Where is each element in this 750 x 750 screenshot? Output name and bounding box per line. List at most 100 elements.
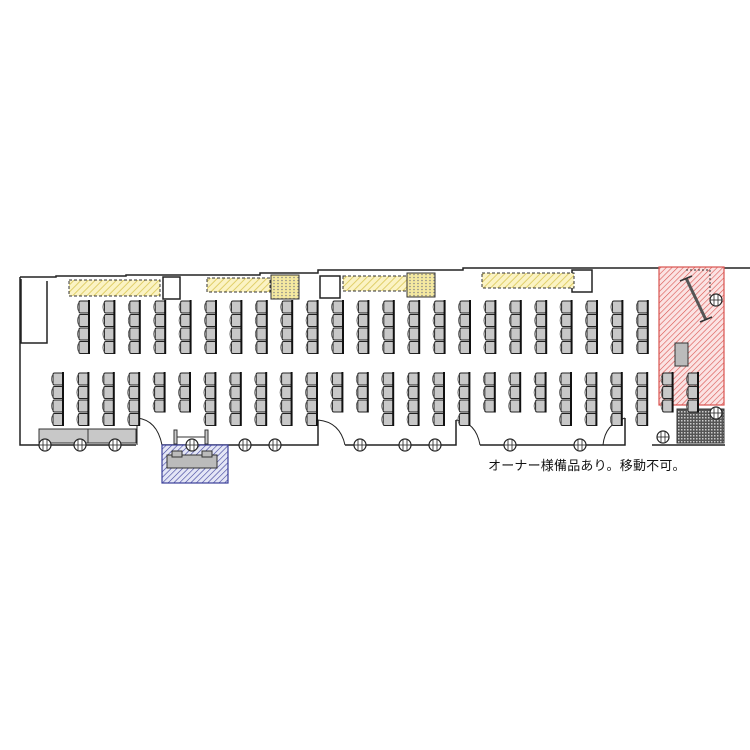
seat — [129, 327, 141, 341]
desk-column — [483, 300, 497, 354]
seat — [611, 341, 623, 354]
seat — [255, 372, 267, 386]
seat — [509, 372, 521, 386]
seat — [205, 327, 217, 341]
seat — [230, 399, 242, 413]
pillar — [238, 438, 252, 452]
seat — [662, 372, 674, 386]
seat — [560, 399, 572, 413]
desk-column — [609, 372, 623, 426]
seat — [636, 413, 648, 426]
desk-column — [508, 372, 522, 413]
seat — [357, 300, 369, 314]
seat — [103, 399, 115, 413]
seat — [128, 413, 140, 426]
seat — [484, 327, 496, 341]
storage-zones — [68, 272, 575, 297]
seat — [535, 327, 547, 341]
seat — [611, 372, 623, 386]
seat — [230, 300, 242, 314]
seat — [637, 327, 649, 341]
seat — [611, 399, 623, 413]
seat — [662, 399, 674, 413]
seat — [357, 341, 369, 354]
seat — [77, 386, 89, 399]
desk-column — [585, 300, 598, 354]
desk-column — [482, 372, 496, 413]
seat — [408, 314, 420, 327]
seat — [408, 341, 420, 354]
seat — [306, 399, 318, 413]
desk-column — [533, 372, 547, 413]
seat — [128, 372, 140, 386]
seat — [179, 386, 191, 399]
seat — [484, 372, 496, 386]
seat — [307, 314, 319, 327]
seat — [78, 327, 90, 341]
seat — [306, 372, 318, 386]
seat — [180, 314, 192, 327]
seat — [256, 341, 268, 354]
seat — [77, 372, 89, 386]
seat — [408, 413, 420, 426]
seat — [179, 372, 191, 386]
seat — [383, 341, 395, 354]
seat — [179, 399, 191, 413]
seat — [408, 300, 420, 314]
pillar — [73, 438, 87, 452]
seat — [408, 386, 420, 399]
seat — [484, 300, 496, 314]
seat — [281, 413, 293, 426]
seat — [561, 314, 573, 327]
seat — [230, 386, 242, 399]
seat — [535, 341, 547, 354]
seat — [586, 327, 598, 341]
pillar — [709, 406, 723, 420]
seat — [687, 386, 699, 399]
seat — [560, 413, 572, 426]
seat — [433, 386, 445, 399]
desk-column — [254, 300, 268, 354]
seat — [52, 372, 64, 386]
seat — [128, 386, 140, 399]
seat — [180, 341, 192, 354]
seat — [382, 413, 394, 426]
seat — [256, 300, 268, 314]
seat — [459, 327, 471, 341]
seat — [230, 341, 242, 354]
seat — [687, 399, 699, 413]
desk-column — [280, 300, 294, 354]
seat — [230, 372, 242, 386]
desk-column — [584, 372, 598, 426]
desk-column — [330, 372, 344, 413]
seat — [560, 372, 572, 386]
seat — [509, 399, 521, 413]
seat — [205, 341, 217, 354]
seat — [230, 413, 242, 426]
desk-column — [76, 372, 90, 426]
seat — [484, 314, 496, 327]
seat — [535, 399, 547, 413]
seat — [281, 386, 293, 399]
seat — [357, 372, 369, 386]
seating-area — [51, 300, 699, 426]
seat — [535, 372, 547, 386]
seat — [281, 399, 293, 413]
reception-zone — [161, 429, 229, 484]
seat — [281, 372, 293, 386]
shelving-units — [270, 272, 436, 300]
seat — [204, 399, 216, 413]
desk-column — [660, 372, 674, 413]
walls — [19, 267, 750, 446]
desk-column — [381, 372, 395, 426]
seat — [636, 372, 648, 386]
seat — [459, 300, 471, 314]
pillar — [38, 438, 52, 452]
seat — [205, 300, 217, 314]
desk-column — [178, 300, 192, 354]
seat — [611, 300, 623, 314]
pillar — [573, 438, 587, 452]
seat — [52, 386, 64, 399]
seat — [408, 399, 420, 413]
desk-column — [101, 372, 115, 426]
